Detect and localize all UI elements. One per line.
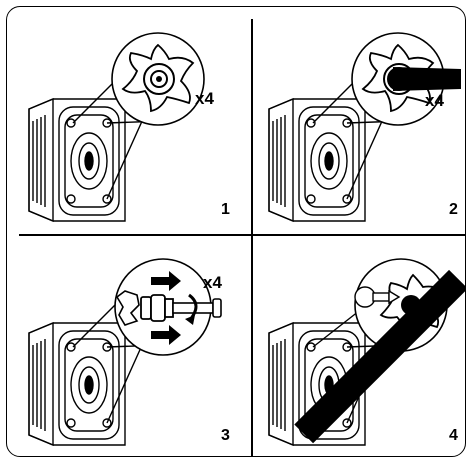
arrow-right-icon bbox=[151, 325, 181, 345]
step-1-number: 1 bbox=[221, 201, 230, 218]
step-3-number: 3 bbox=[221, 427, 230, 444]
step-3-panel: x4 3 bbox=[13, 235, 247, 456]
zoom-circle bbox=[114, 258, 222, 356]
washing-machine bbox=[28, 97, 126, 223]
step-1-multiplier: x4 bbox=[195, 89, 214, 108]
zoom-circle bbox=[351, 32, 461, 126]
step-4-panel: 4 bbox=[253, 235, 465, 456]
pull-arrows bbox=[151, 271, 181, 345]
step-3-illustration bbox=[28, 258, 222, 447]
step-1-illustration bbox=[28, 32, 205, 223]
step-1-panel: x4 1 bbox=[13, 11, 247, 232]
step-2-illustration bbox=[268, 32, 461, 223]
corner-tick-icon bbox=[294, 269, 465, 444]
step-2-panel: x4 2 bbox=[253, 11, 465, 232]
step-3-multiplier: x4 bbox=[203, 273, 222, 292]
washing-machine bbox=[268, 97, 366, 223]
step-2-multiplier: x4 bbox=[425, 91, 444, 110]
arrow-right-icon bbox=[151, 271, 181, 291]
washing-machine bbox=[28, 321, 126, 447]
vertical-divider bbox=[251, 19, 253, 456]
step-2-number: 2 bbox=[449, 201, 458, 218]
step-4-number: 4 bbox=[449, 427, 458, 444]
horizontal-divider bbox=[19, 234, 465, 236]
zoom-circle bbox=[111, 32, 205, 126]
wrench-tool bbox=[393, 67, 461, 91]
instruction-frame: x4 1 bbox=[6, 6, 466, 457]
